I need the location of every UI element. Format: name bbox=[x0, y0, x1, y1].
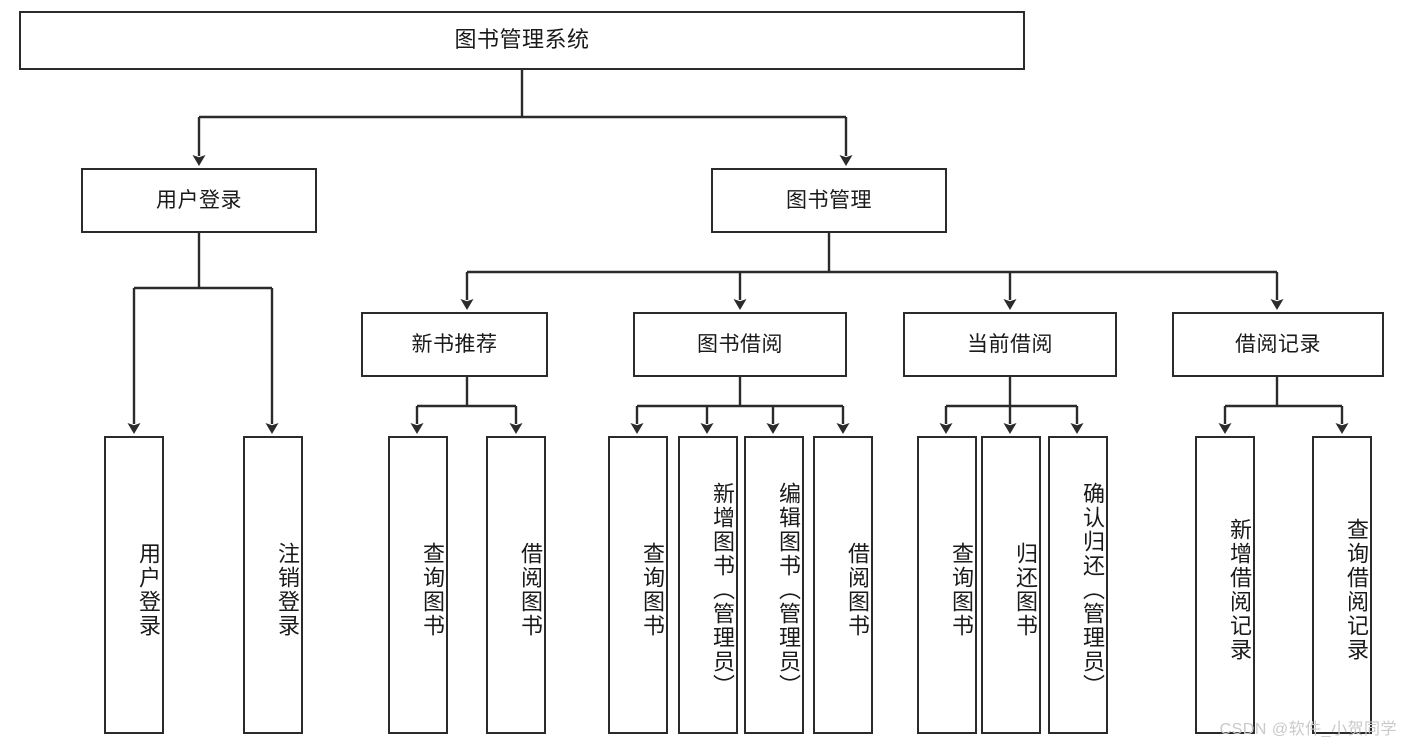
leaf-query-book-3[interactable]: 查询图书 bbox=[917, 436, 977, 734]
leaf-borrow-book-2[interactable]: 借阅图书 bbox=[813, 436, 873, 734]
leaf-logout-login[interactable]: 注销登录 bbox=[243, 436, 303, 734]
leaf-borrow-book-1[interactable]: 借阅图书 bbox=[486, 436, 546, 734]
leaf-edit-book[interactable]: 编辑图书（管理员） bbox=[744, 436, 804, 734]
leaf-label: 查询图书 bbox=[949, 542, 974, 638]
node-root[interactable]: 图书管理系统 bbox=[19, 11, 1025, 70]
leaf-query-book-2[interactable]: 查询图书 bbox=[608, 436, 668, 734]
leaf-label: 确认归还（管理员） bbox=[1080, 482, 1105, 698]
leaf-label: 新增借阅记录 bbox=[1227, 518, 1252, 662]
node-borrow-record[interactable]: 借阅记录 bbox=[1172, 312, 1384, 377]
node-new-book-recommend[interactable]: 新书推荐 bbox=[361, 312, 548, 377]
leaf-confirm-return[interactable]: 确认归还（管理员） bbox=[1048, 436, 1108, 734]
leaf-return-book[interactable]: 归还图书 bbox=[981, 436, 1041, 734]
leaf-add-book[interactable]: 新增图书（管理员） bbox=[678, 436, 738, 734]
leaf-query-record[interactable]: 查询借阅记录 bbox=[1312, 436, 1372, 734]
leaf-label: 查询借阅记录 bbox=[1344, 518, 1369, 662]
node-book-borrow[interactable]: 图书借阅 bbox=[633, 312, 847, 377]
leaf-label: 查询图书 bbox=[420, 542, 445, 638]
leaf-add-record[interactable]: 新增借阅记录 bbox=[1195, 436, 1255, 734]
leaf-label: 注销登录 bbox=[275, 542, 300, 638]
leaf-label: 借阅图书 bbox=[518, 542, 543, 638]
leaf-query-book-1[interactable]: 查询图书 bbox=[388, 436, 448, 734]
leaf-label: 新增图书（管理员） bbox=[710, 482, 735, 698]
node-book-management[interactable]: 图书管理 bbox=[711, 168, 947, 233]
leaf-label: 归还图书 bbox=[1013, 542, 1038, 638]
watermark: CSDN @软件_小贺同学 bbox=[1219, 721, 1397, 738]
leaf-user-login[interactable]: 用户登录 bbox=[104, 436, 164, 734]
leaf-label: 借阅图书 bbox=[845, 542, 870, 638]
leaf-label: 编辑图书（管理员） bbox=[776, 482, 801, 698]
node-current-borrow[interactable]: 当前借阅 bbox=[903, 312, 1117, 377]
leaf-label: 用户登录 bbox=[136, 542, 161, 638]
node-user-login[interactable]: 用户登录 bbox=[81, 168, 317, 233]
leaf-label: 查询图书 bbox=[640, 542, 665, 638]
